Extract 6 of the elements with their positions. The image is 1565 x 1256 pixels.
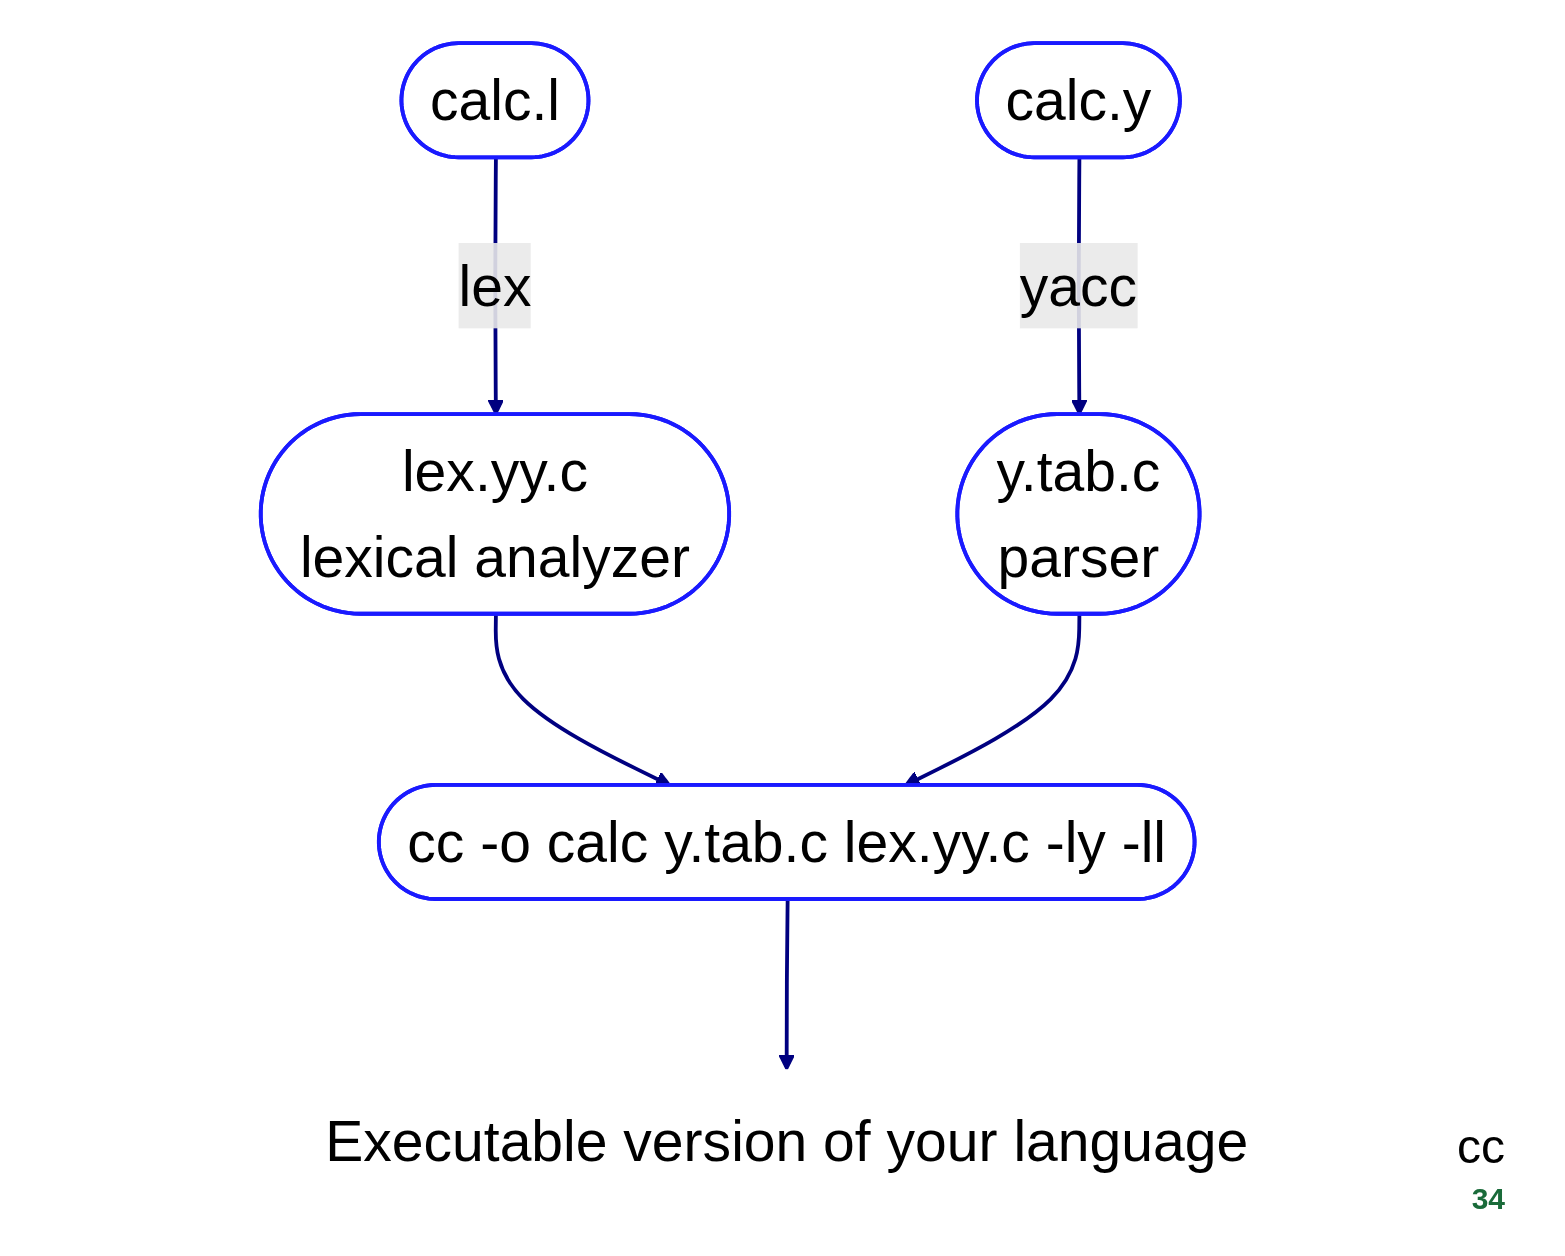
node-text: Executable version of your language — [324, 1110, 1248, 1173]
edge-label: yacc — [1019, 254, 1137, 318]
arrow — [777, 899, 795, 1071]
note-label: cc — [1457, 1119, 1505, 1174]
page-number: 34 — [1471, 1182, 1505, 1216]
edge-label: lex — [457, 254, 531, 318]
